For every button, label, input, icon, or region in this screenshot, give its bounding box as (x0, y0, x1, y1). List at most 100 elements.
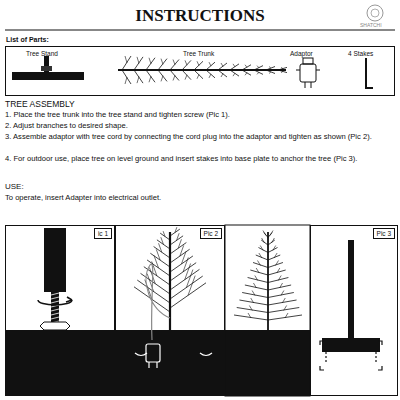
branch (262, 238, 265, 243)
branch (209, 62, 211, 66)
branch (182, 60, 191, 70)
branch (259, 253, 262, 258)
branch (277, 268, 280, 273)
branch (260, 246, 263, 251)
branch (141, 273, 170, 294)
part-name: Adaptor (290, 50, 313, 58)
pic1-drawing (38, 228, 72, 330)
cord-and-adaptor (135, 264, 212, 368)
tree-trunk-part (118, 56, 287, 84)
branch (170, 243, 186, 254)
branch (274, 253, 277, 258)
branch (271, 238, 274, 243)
branch (51, 301, 59, 303)
branch (122, 56, 131, 70)
step-text: 2. Adjust branches to desired shape. (5, 121, 395, 130)
step-text: 1. Place the tree trunk into the tree st… (5, 110, 395, 119)
panel-label: ic 1 (94, 228, 112, 239)
branch (252, 291, 255, 296)
use-text: To operate, insert Adapter into electric… (5, 193, 161, 202)
branch (245, 65, 247, 68)
panel-label: Pic 2 (200, 228, 222, 239)
branch (254, 66, 263, 70)
branch (118, 69, 286, 71)
branch (270, 231, 273, 236)
branch (230, 64, 239, 70)
branch (170, 276, 203, 299)
branch (122, 70, 131, 84)
branch (257, 66, 259, 68)
branch (197, 61, 199, 65)
part-name: Tree Trunk (183, 50, 214, 58)
branch (175, 227, 177, 232)
branch (221, 63, 223, 67)
stake-part (366, 58, 373, 88)
branch (249, 306, 252, 311)
branch (206, 62, 215, 70)
picture-panel: Pic 2 (115, 225, 225, 396)
branch (170, 70, 179, 81)
branch (206, 70, 215, 78)
part-name: Tree Stand (26, 50, 58, 58)
branch (218, 70, 227, 77)
section-heading: TREE ASSEMBLY (5, 99, 75, 110)
branch (194, 61, 203, 70)
branch (125, 77, 127, 84)
branch (185, 75, 187, 80)
branch (137, 57, 139, 64)
branch (242, 65, 251, 70)
branch (267, 232, 269, 330)
pic3-drawing (320, 240, 382, 370)
panel (225, 225, 310, 396)
title: INSTRUCTIONS (135, 5, 264, 26)
branch (242, 70, 251, 75)
brand-name: SHATCHI (360, 22, 382, 28)
branch (149, 76, 151, 82)
section-heading: USE: (5, 182, 24, 192)
branch (257, 72, 259, 74)
branch (282, 298, 285, 303)
picture-panel: ic 1 (5, 225, 115, 396)
branch (278, 67, 287, 70)
branch (146, 58, 155, 70)
branch (173, 60, 175, 65)
branch (173, 75, 175, 80)
branch (51, 297, 59, 299)
branch (253, 283, 256, 288)
ground (5, 330, 310, 396)
branch (51, 313, 59, 315)
branch (146, 70, 155, 82)
branch (269, 67, 271, 69)
step-text: 3. Assemble adaptor with tree cord by co… (5, 132, 395, 141)
branch (158, 70, 167, 81)
branch (134, 57, 143, 70)
branch (158, 59, 167, 70)
branch (266, 70, 275, 74)
branch (197, 74, 199, 78)
branch (51, 309, 59, 311)
branch (233, 64, 235, 67)
branch (258, 261, 261, 266)
branch (281, 71, 283, 72)
branch (161, 59, 163, 65)
pic2-tree (134, 227, 206, 330)
part-name: 4 Stakes (348, 50, 373, 58)
branch (159, 243, 162, 252)
branch (280, 283, 283, 288)
branch (134, 70, 143, 83)
parts-box: List of Parts: (5, 46, 395, 96)
branch (281, 67, 283, 68)
panel-label: Pic 3 (373, 228, 395, 239)
branch (230, 70, 239, 76)
branch (256, 268, 259, 273)
branch (51, 293, 59, 295)
branch (137, 77, 139, 84)
branch (251, 298, 254, 303)
branch (154, 247, 170, 258)
branch (177, 233, 180, 240)
branch (194, 70, 203, 79)
branch (284, 306, 287, 311)
branch (170, 60, 179, 71)
adaptor-part (296, 58, 320, 88)
branch (185, 263, 191, 279)
